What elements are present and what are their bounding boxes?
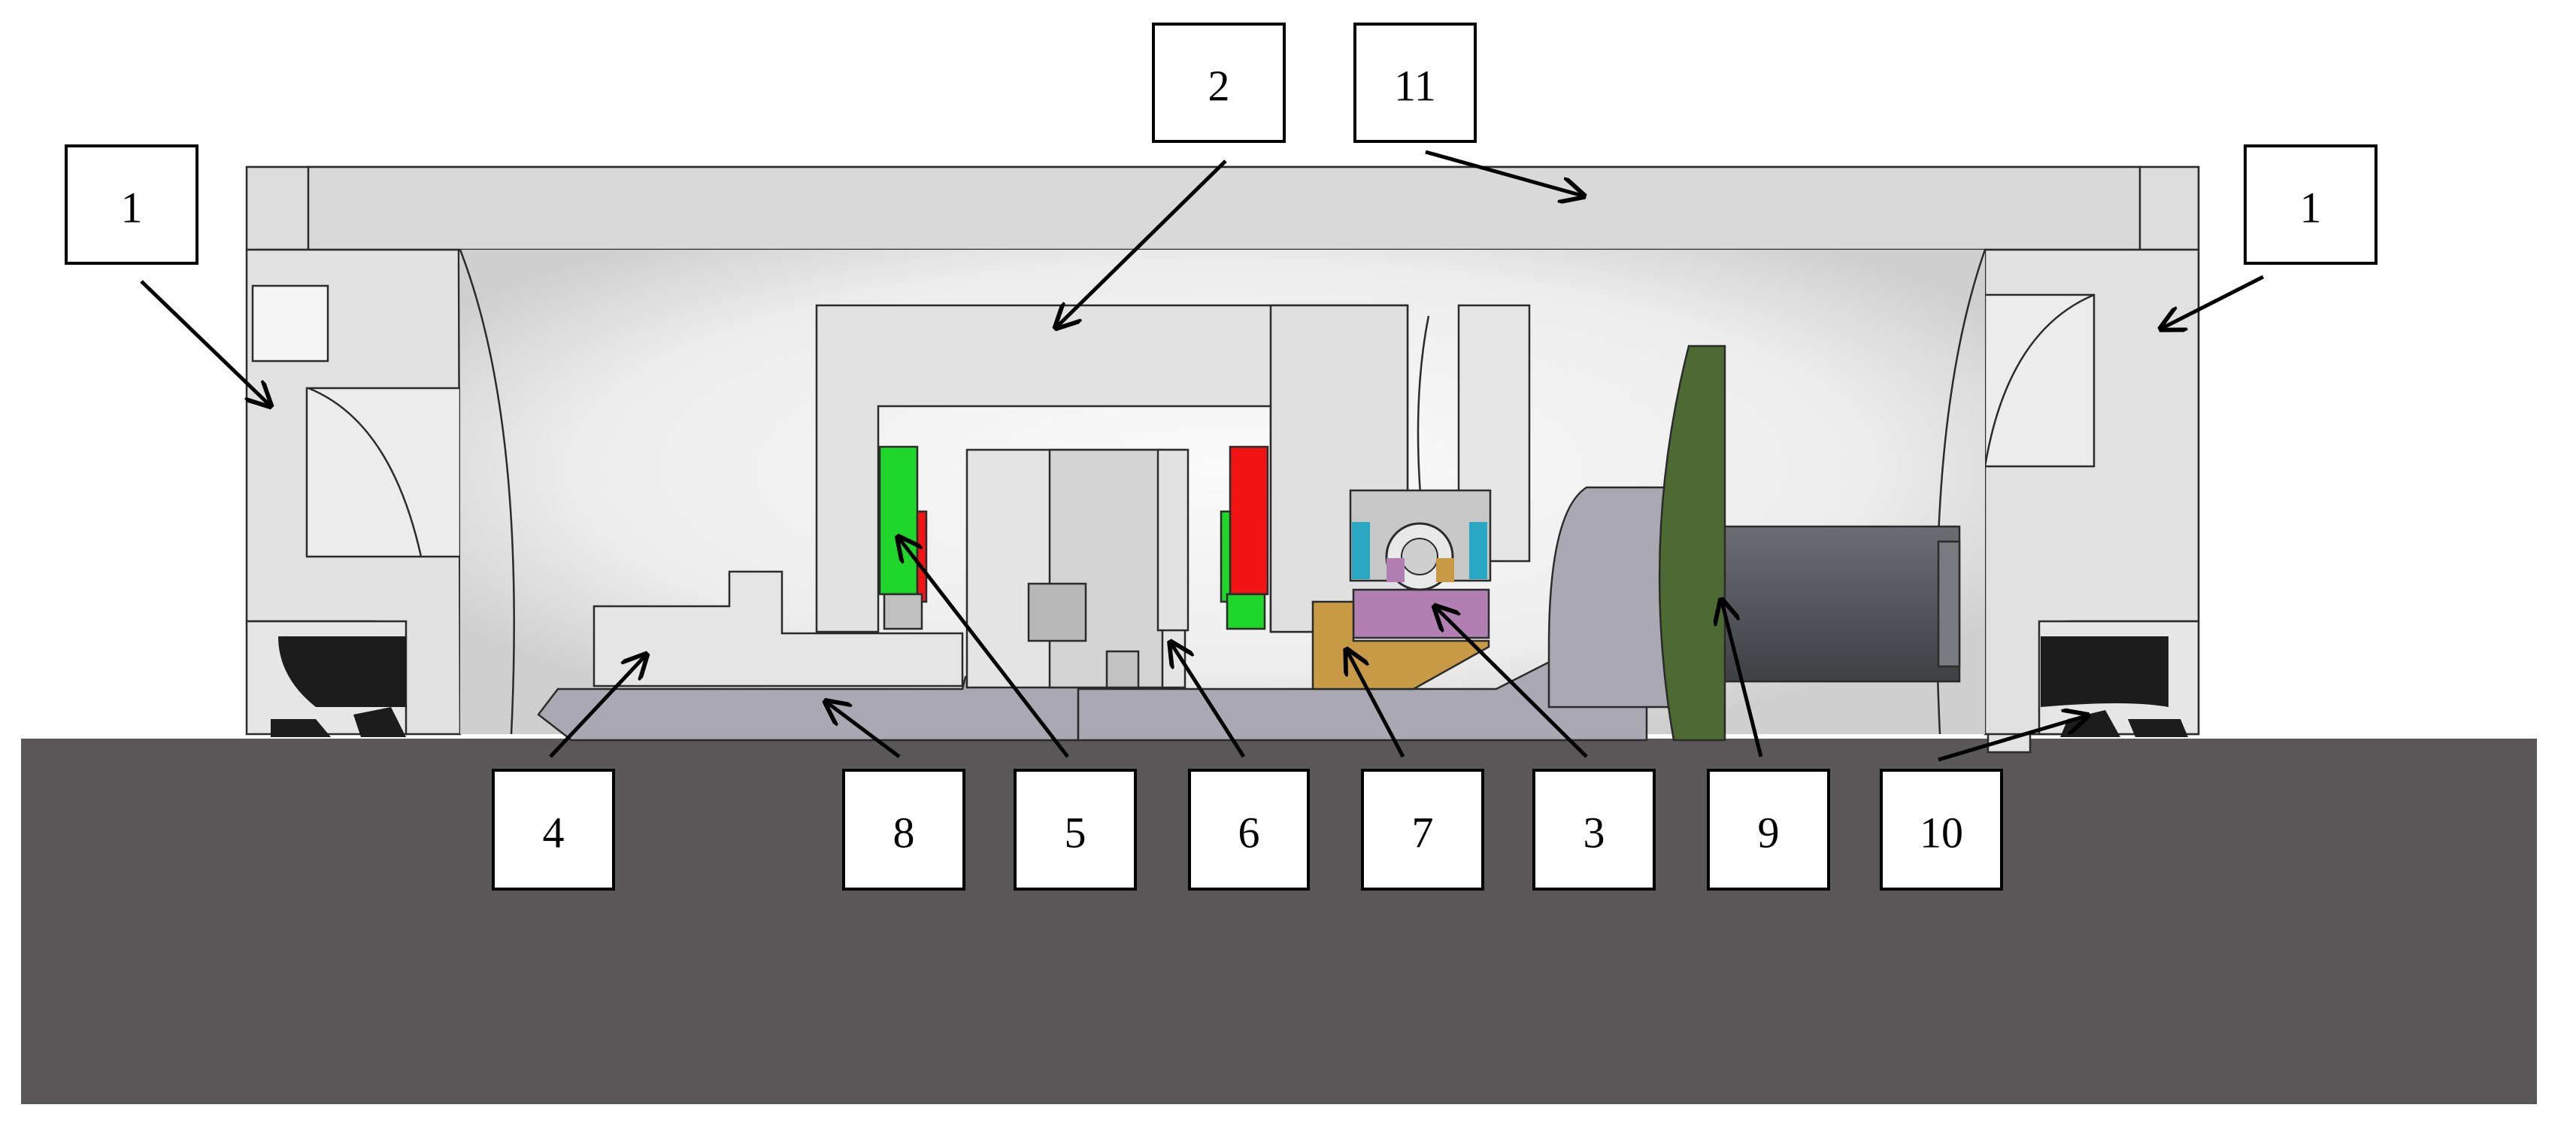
- leader-8: [827, 703, 901, 758]
- callout-label: 6: [1238, 809, 1260, 857]
- leader-7: [1347, 651, 1405, 758]
- seal-left: [245, 620, 408, 737]
- leader-4: [549, 656, 645, 758]
- callout-9: 9: [1707, 769, 1830, 891]
- callout-5: 5: [1014, 769, 1137, 891]
- callout-label: 5: [1065, 809, 1086, 857]
- callout-label: 1: [121, 184, 143, 232]
- callout-label: 7: [1412, 809, 1434, 857]
- leader-10: [1938, 716, 2086, 762]
- leader-11: [1425, 150, 1582, 196]
- callout-1-left: 1: [65, 144, 199, 265]
- callout-10: 10: [1880, 769, 2003, 891]
- callout-7: 7: [1361, 769, 1484, 891]
- callout-label: 11: [1394, 62, 1436, 111]
- leader-1-right: [2162, 275, 2265, 328]
- leader-9: [1722, 602, 1763, 757]
- callout-label: 8: [893, 809, 915, 857]
- leader-3: [1436, 608, 1588, 758]
- leader-2: [1057, 159, 1227, 326]
- magnet-right: [1220, 445, 1269, 630]
- callout-label: 1: [2300, 184, 2322, 232]
- callout-label: 4: [543, 809, 565, 857]
- callout-label: 10: [1920, 809, 1963, 857]
- leader-1-left: [140, 280, 269, 405]
- callout-label: 9: [1758, 809, 1780, 857]
- callout-3: 3: [1532, 769, 1656, 891]
- seal-right: [2038, 620, 2200, 737]
- callout-11: 11: [1353, 23, 1477, 143]
- callout-8: 8: [842, 769, 965, 891]
- bearing-assembly: [1349, 489, 1492, 639]
- leader-5: [899, 539, 1069, 758]
- callout-label: 2: [1208, 62, 1230, 111]
- leader-6: [1171, 644, 1246, 758]
- callout-6: 6: [1188, 769, 1310, 891]
- wheel-support: [1547, 486, 1683, 709]
- callout-label: 3: [1583, 809, 1605, 857]
- rotor-hub: [965, 448, 1190, 689]
- callout-4: 4: [492, 769, 615, 891]
- magnet-yoke: [815, 304, 1531, 633]
- wheel: [1658, 344, 1726, 742]
- base-shaft: [537, 570, 1648, 742]
- callout-2: 2: [1152, 23, 1286, 143]
- callout-1-right: 1: [2244, 144, 2377, 265]
- leader-lines: [140, 150, 2265, 762]
